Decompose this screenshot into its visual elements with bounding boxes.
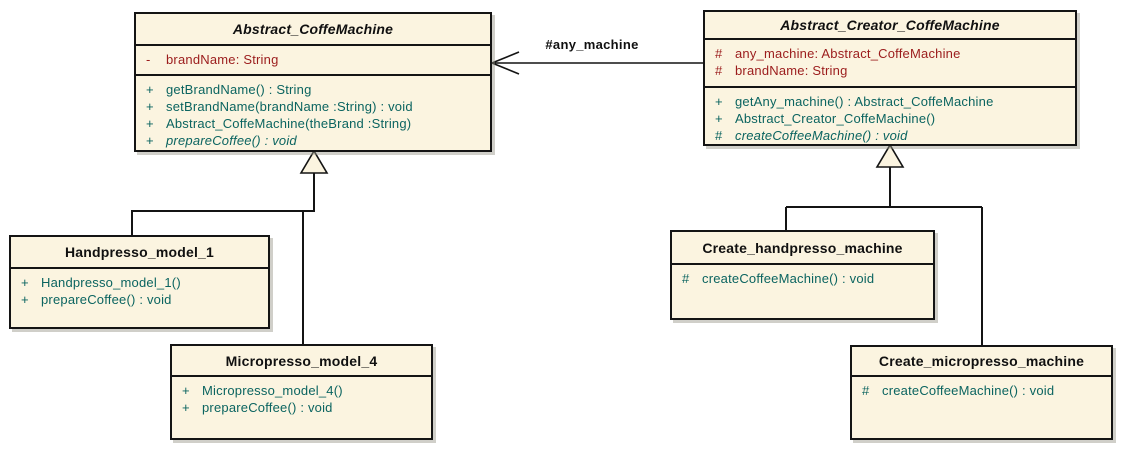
class-title: Micropresso_model_4 [172,346,431,377]
member-text: createCoffeeMachine() : void [882,383,1055,398]
visibility-symbol: # [862,383,870,398]
visibility-symbol: + [146,116,154,131]
class-title: Abstract_CoffeMachine [136,14,490,46]
class-abstract-creator-coffemachine[interactable]: Abstract_Creator_CoffeMachine # any_machi… [703,10,1077,146]
member-text: prepareCoffee() : void [166,133,297,148]
visibility-symbol: + [21,292,29,307]
member-text: createCoffeeMachine() : void [702,271,875,286]
member-row: + Abstract_Creator_CoffeMachine() [705,110,1075,127]
member-row: # createCoffeeMachine() : void [672,270,933,287]
member-text: getBrandName() : String [166,82,312,97]
class-create-handpresso-machine[interactable]: Create_handpresso_machine # createCoffeeM… [670,230,935,320]
visibility-symbol: # [682,271,690,286]
member-text: prepareCoffee() : void [202,400,333,415]
member-row: + getBrandName() : String [136,81,490,98]
member-row: # any_machine: Abstract_CoffeMachine [705,45,1075,62]
class-handpresso-model-1[interactable]: Handpresso_model_1 + Handpresso_model_1()… [9,235,270,329]
visibility-symbol: + [182,400,190,415]
member-row: -brandName: String [136,51,490,68]
member-row: # createCoffeeMachine() : void [852,382,1111,399]
member-text: brandName: String [166,52,279,67]
member-text: any_machine: Abstract_CoffeMachine [735,46,961,61]
class-abstract-coffemachine[interactable]: Abstract_CoffeMachine -brandName: String… [134,12,492,152]
member-row: + Handpresso_model_1() [11,274,268,291]
member-row: + Abstract_CoffeMachine(theBrand :String) [136,115,490,132]
attributes-compartment: -brandName: String [136,46,490,76]
visibility-symbol: # [715,46,723,61]
visibility-symbol: + [146,99,154,114]
member-text: Abstract_Creator_CoffeMachine() [735,111,936,126]
member-text: brandName: String [735,63,848,78]
association-label: #any_machine [545,37,638,52]
visibility-symbol: + [182,383,190,398]
methods-compartment: + Micropresso_model_4() + prepareCoffee() :… [172,377,431,438]
member-text: prepareCoffee() : void [41,292,172,307]
class-title: Abstract_Creator_CoffeMachine [705,12,1075,40]
attributes-compartment: # any_machine: Abstract_CoffeMachine # bran… [705,40,1075,88]
member-row: # createCoffeeMachine() : void [705,127,1075,144]
member-row: + Micropresso_model_4() [172,382,431,399]
class-title: Handpresso_model_1 [11,237,268,269]
methods-compartment: # createCoffeeMachine() : void [672,265,933,318]
member-row: + prepareCoffee() : void [136,132,490,149]
visibility-symbol: + [715,94,723,109]
visibility-symbol: + [146,133,154,148]
member-row: + getAny_machine() : Abstract_CoffeMachin… [705,93,1075,110]
class-create-micropresso-machine[interactable]: Create_micropresso_machine # createCoffee… [850,345,1113,440]
member-text: setBrandName(brandName :String) : void [166,99,413,114]
methods-compartment: + getBrandName() : String + setBrandName(br… [136,76,490,150]
member-text: getAny_machine() : Abstract_CoffeMachine [735,94,994,109]
member-text: Micropresso_model_4() [202,383,343,398]
class-title: Create_micropresso_machine [852,347,1111,377]
visibility-symbol: # [715,128,723,143]
member-text: Handpresso_model_1() [41,275,181,290]
member-row: # brandName: String [705,62,1075,79]
visibility-symbol: + [715,111,723,126]
methods-compartment: # createCoffeeMachine() : void [852,377,1111,438]
class-micropresso-model-4[interactable]: Micropresso_model_4 + Micropresso_model_4… [170,344,433,440]
member-text: Abstract_CoffeMachine(theBrand :String) [166,116,412,131]
generalization-arrowhead [875,143,905,168]
member-text: createCoffeeMachine() : void [735,128,908,143]
visibility-symbol: - [146,52,151,67]
generalization-right [785,143,983,346]
class-title: Create_handpresso_machine [672,232,933,265]
visibility-symbol: + [146,82,154,97]
methods-compartment: + getAny_machine() : Abstract_CoffeMachin… [705,88,1075,144]
generalization-left [131,149,329,345]
association-any-machine: #any_machine [491,37,703,75]
generalization-arrowhead [299,149,329,174]
visibility-symbol: # [715,63,723,78]
member-row: + prepareCoffee() : void [172,399,431,416]
methods-compartment: + Handpresso_model_1() + prepareCoffee() : … [11,269,268,327]
member-row: + setBrandName(brandName :String) : void [136,98,490,115]
member-row: + prepareCoffee() : void [11,291,268,308]
visibility-symbol: + [21,275,29,290]
